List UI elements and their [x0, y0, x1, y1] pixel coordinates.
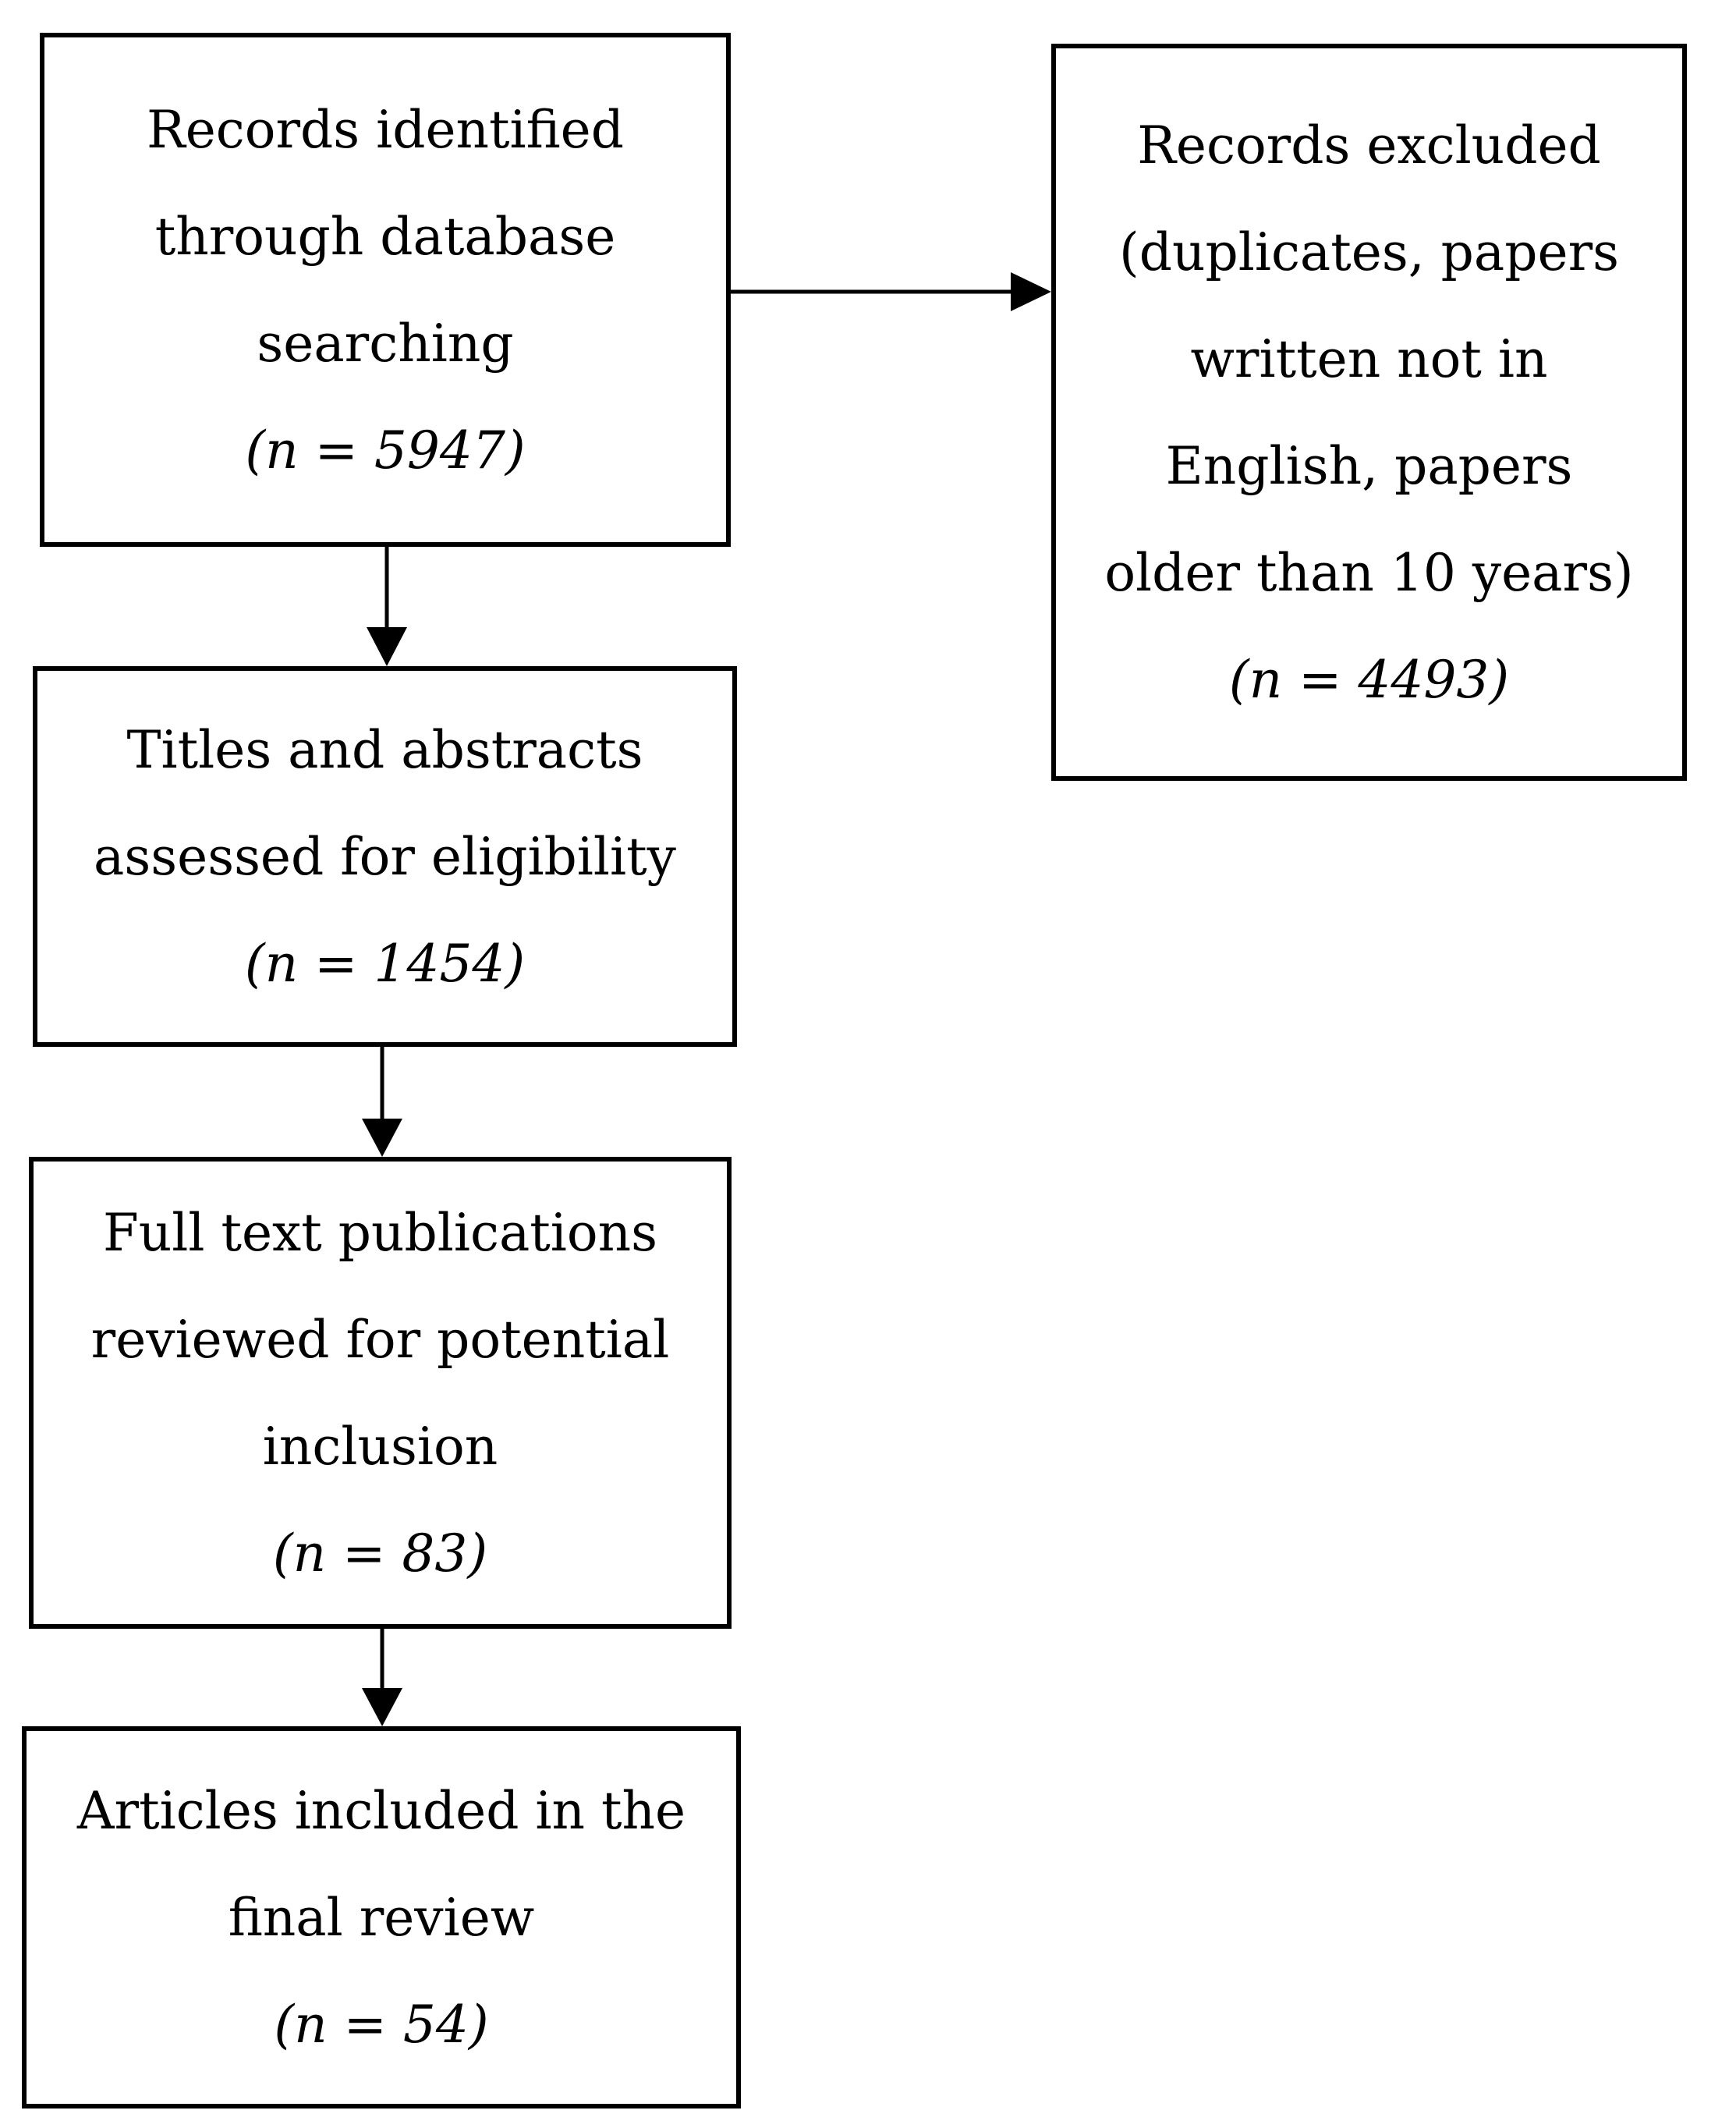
node-text-line: searching — [257, 313, 514, 374]
articles-included-box: Articles included in the final review (n… — [22, 1726, 741, 2108]
node-text-line: older than 10 years) — [1104, 542, 1634, 603]
node-text-line: final review — [228, 1887, 535, 1948]
node-count: (n = 83) — [272, 1523, 488, 1584]
node-count: (n = 4493) — [1228, 649, 1510, 710]
node-count: (n = 5947) — [245, 420, 526, 481]
node-text-line: Titles and abstracts — [126, 719, 643, 780]
arrowhead-screened — [367, 627, 407, 666]
node-text-line: reviewed for potential — [90, 1309, 670, 1370]
node-count: (n = 1454) — [244, 933, 526, 994]
node-text-line: (duplicates, papers — [1118, 222, 1620, 282]
arrowhead-fulltext — [362, 1119, 402, 1157]
full-text-review-box: Full text publications reviewed for pote… — [29, 1157, 732, 1629]
records-identified-box: Records identified through database sear… — [40, 33, 731, 547]
node-text-line: English, papers — [1165, 435, 1573, 496]
node-text-line: Full text publications — [102, 1202, 658, 1263]
arrowhead-included — [362, 1688, 402, 1726]
node-text-line: Articles included in the — [76, 1780, 686, 1841]
node-text-line: written not in — [1190, 328, 1548, 389]
node-text-line: Records excluded — [1137, 115, 1601, 176]
node-text-line: inclusion — [262, 1416, 498, 1477]
arrowhead-excluded — [1011, 272, 1051, 311]
node-text-line: Records identified — [147, 99, 624, 160]
titles-abstracts-box: Titles and abstracts assessed for eligib… — [33, 666, 737, 1047]
records-excluded-box: Records excluded (duplicates, papers wri… — [1051, 44, 1687, 781]
node-text-line: assessed for eligibility — [94, 826, 676, 887]
node-count: (n = 54) — [274, 1994, 489, 2055]
node-text-line: through database — [154, 206, 616, 267]
